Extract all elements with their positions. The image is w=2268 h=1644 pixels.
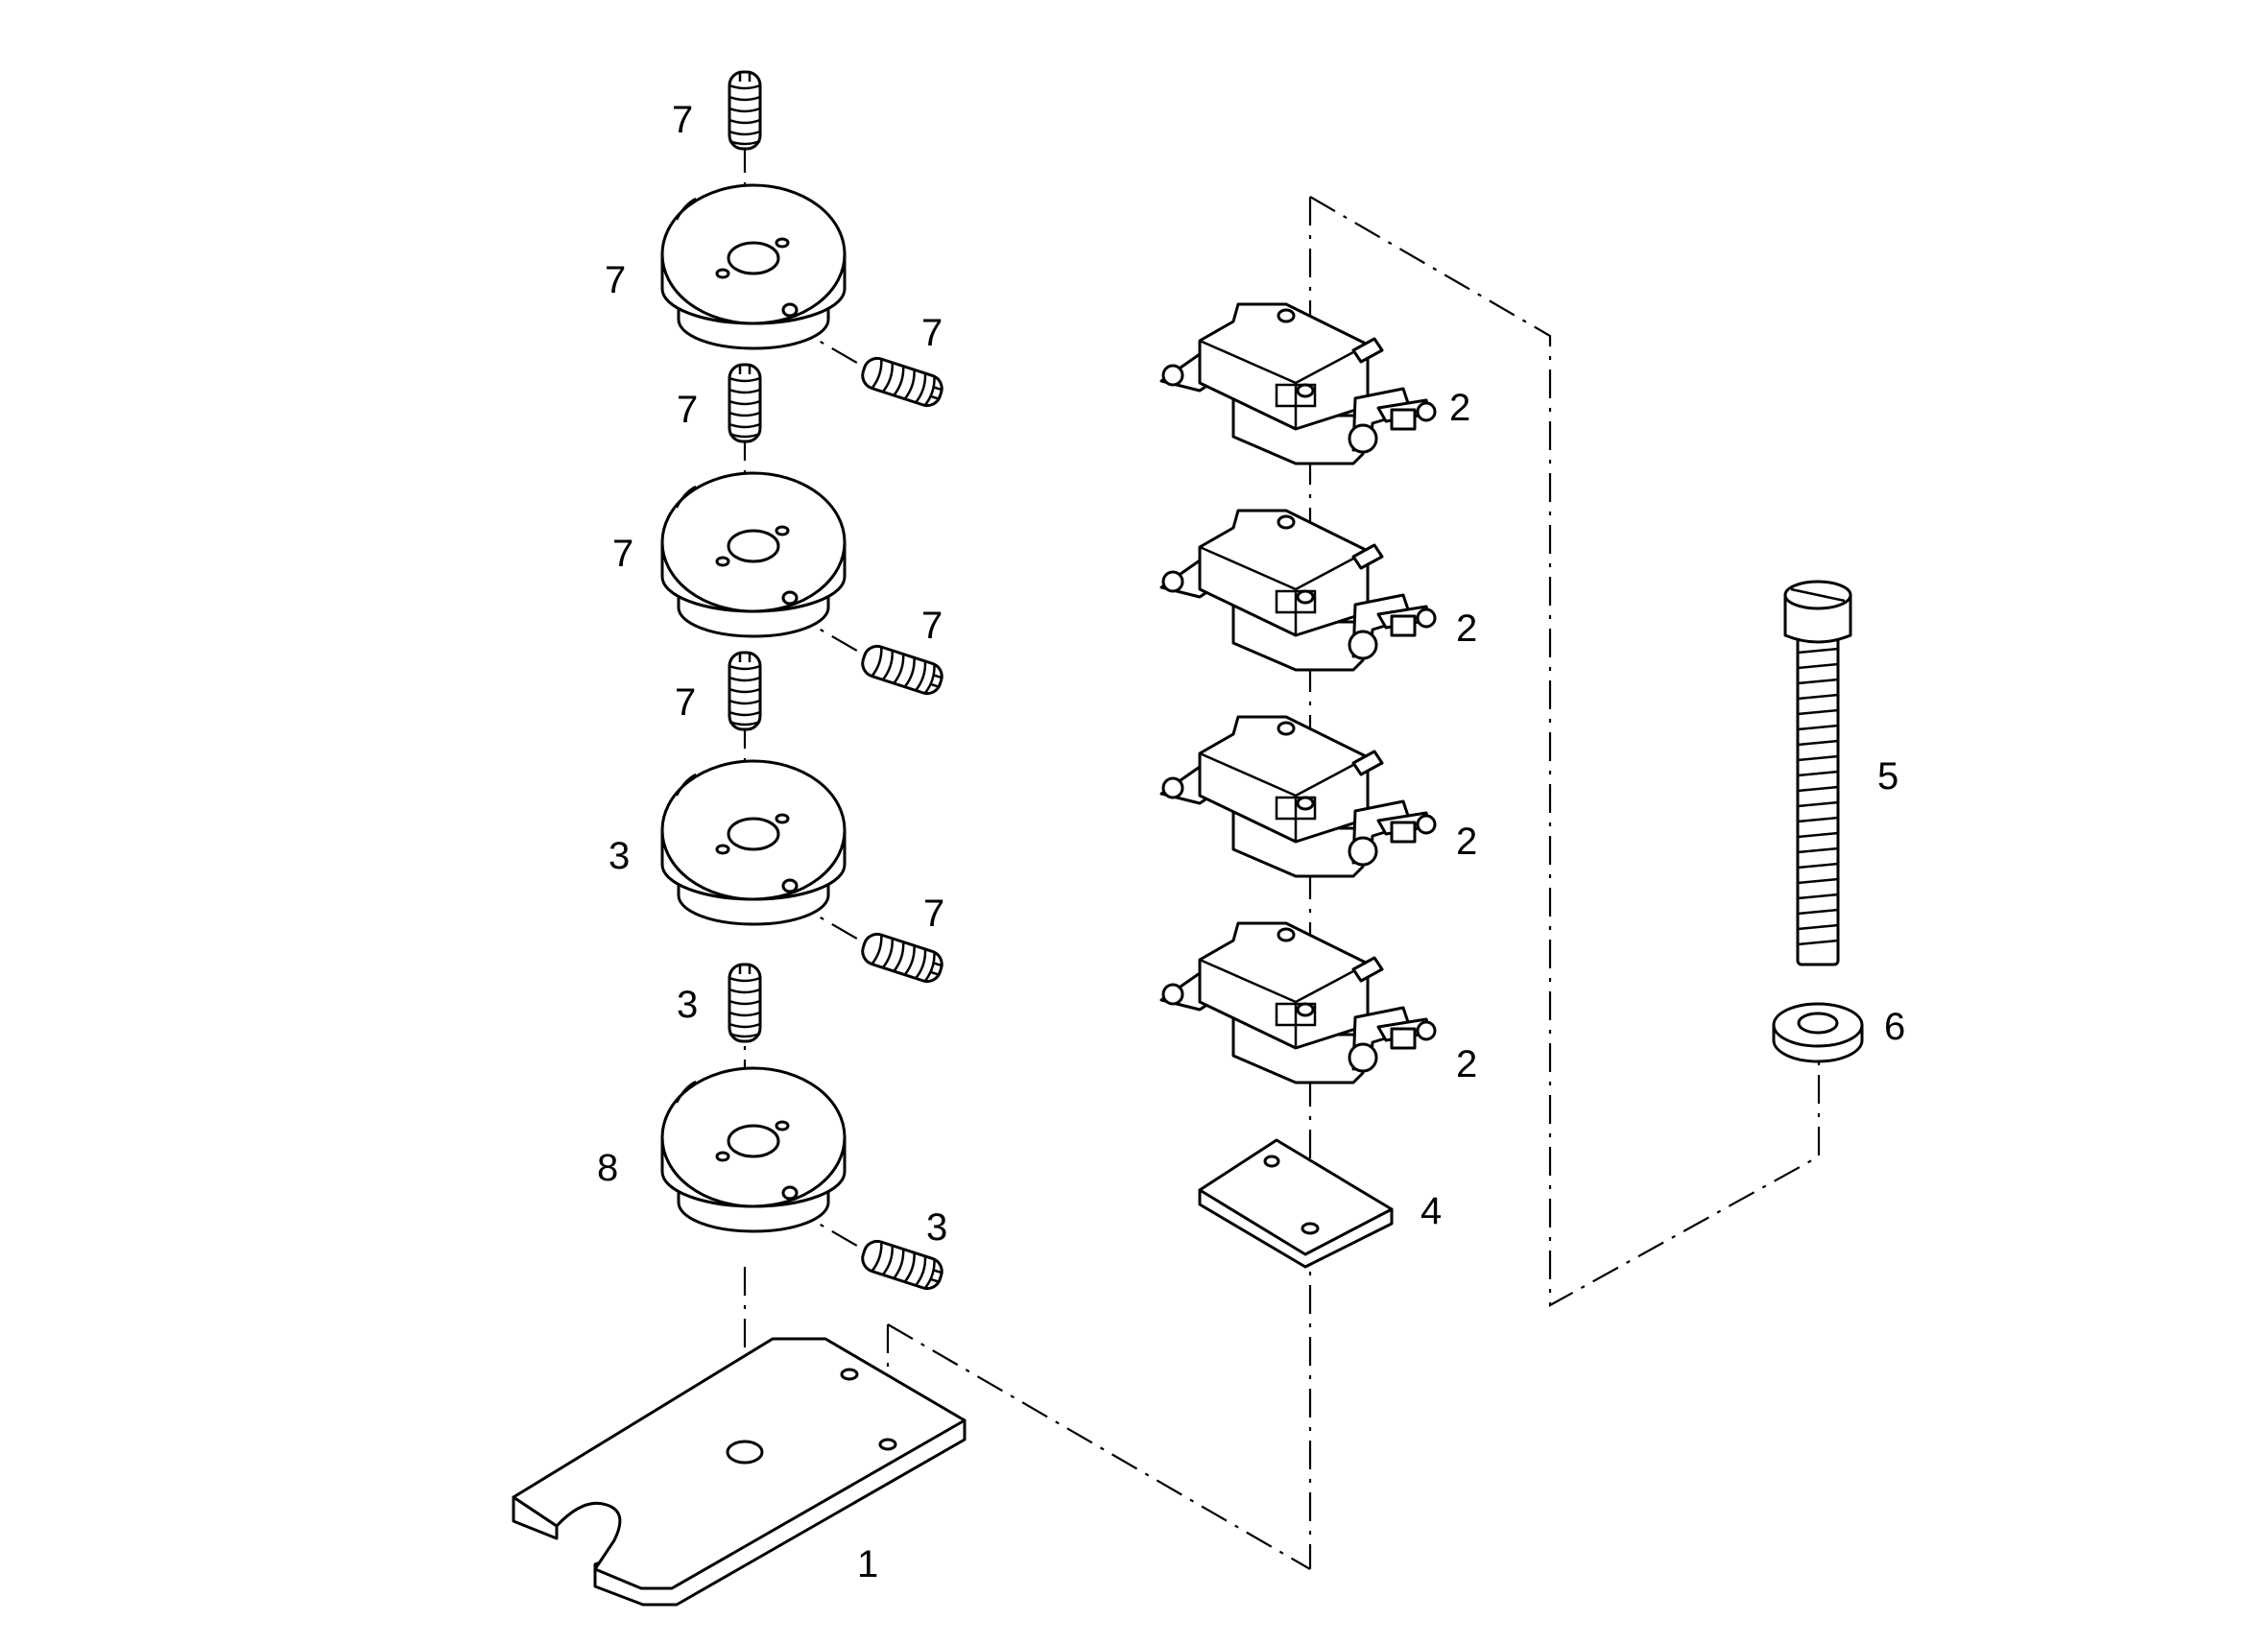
callout-setscrew-top-4: 3: [677, 984, 698, 1026]
setscrew-top-1: [728, 70, 762, 151]
callout-washer: 6: [1884, 1006, 1905, 1048]
microswitch-stack: [1159, 302, 1437, 1084]
callout-setscrew-side-2: 7: [921, 605, 943, 647]
cam-4: [660, 1066, 847, 1233]
callout-setscrew-side-4: 3: [926, 1206, 947, 1249]
callout-cam-4: 8: [597, 1147, 618, 1189]
setscrew-side-3: [857, 929, 947, 987]
base-plate: [512, 1337, 967, 1607]
callout-screw: 5: [1877, 755, 1898, 798]
callout-setscrew-top-1: 7: [672, 99, 693, 141]
callout-microswitch-1: 2: [1449, 387, 1470, 429]
insulating-plate: [1198, 1138, 1394, 1269]
setscrew-top-2: [728, 363, 762, 443]
callout-setscrew-top-2: 7: [677, 389, 698, 431]
microswitch-1: [1159, 302, 1437, 465]
callout-setscrew-top-3: 7: [675, 681, 696, 724]
callout-microswitch-4: 2: [1456, 1043, 1477, 1085]
callout-microswitch-2: 2: [1456, 608, 1477, 650]
callout-setscrew-side-3: 7: [923, 893, 944, 935]
microswitch-3: [1159, 715, 1437, 878]
callout-cam-3: 3: [609, 835, 630, 877]
setscrew-top-3: [728, 651, 762, 731]
callout-microswitch-3: 2: [1456, 821, 1477, 863]
microswitch-2: [1159, 509, 1437, 672]
callout-base-plate: 1: [857, 1543, 878, 1585]
setscrew-top-4: [728, 963, 762, 1043]
callout-cam-1: 7: [605, 259, 626, 301]
callout-cam-2: 7: [612, 533, 633, 575]
setscrew-side-1: [857, 353, 947, 411]
cam-2: [660, 471, 847, 638]
callouts: 7 7 7 7 7 7 7 3 7 3 8 3 1 2 2 2 2 4 5 6: [597, 99, 1905, 1585]
cam-3: [660, 759, 847, 926]
cam-1: [660, 183, 847, 350]
callout-insulating-plate: 4: [1420, 1190, 1442, 1232]
setscrew-side-2: [857, 641, 947, 699]
microswitch-4: [1159, 921, 1437, 1084]
cam-stack: [660, 70, 947, 1294]
callout-setscrew-side-1: 7: [921, 312, 943, 354]
long-screw: [1783, 580, 1852, 966]
washer: [1772, 1002, 1864, 1063]
